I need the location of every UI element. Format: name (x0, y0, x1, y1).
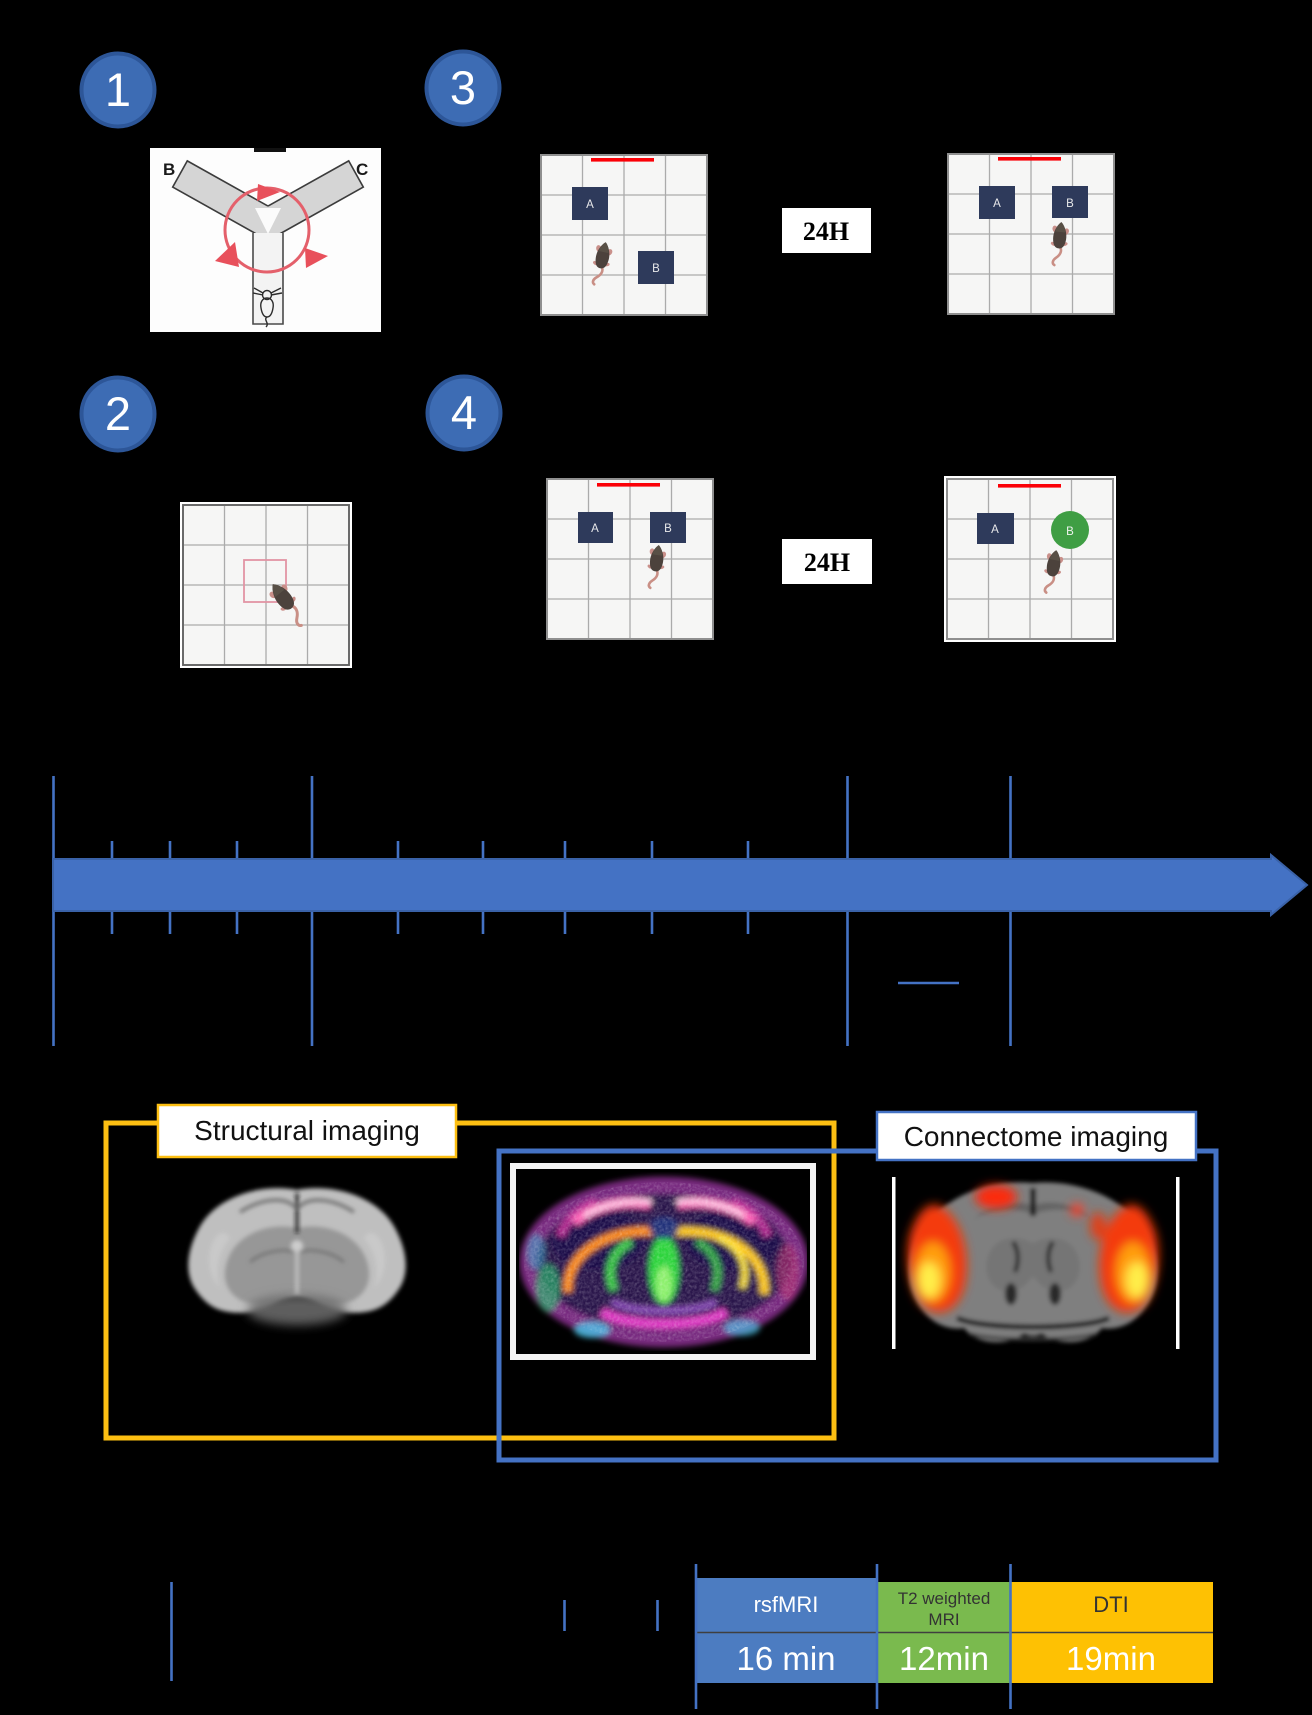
svg-text:A: A (991, 524, 999, 536)
svg-text:24H: 24H (804, 548, 850, 577)
svg-text:B: B (1066, 526, 1074, 538)
svg-text:Structural imaging: Structural imaging (194, 1115, 420, 1146)
svg-text:C: C (356, 160, 368, 179)
svg-text:A: A (993, 198, 1001, 210)
svg-text:MRI: MRI (928, 1610, 959, 1629)
svg-text:B: B (652, 263, 660, 275)
svg-text:12min: 12min (899, 1640, 989, 1677)
svg-text:3: 3 (450, 61, 476, 114)
svg-text:rsfMRI: rsfMRI (754, 1592, 819, 1617)
svg-text:B: B (664, 523, 672, 535)
svg-text:16 min: 16 min (736, 1640, 835, 1677)
svg-text:B: B (163, 160, 175, 179)
svg-text:DTI: DTI (1093, 1592, 1128, 1617)
svg-text:1: 1 (105, 63, 131, 116)
svg-text:24H: 24H (803, 217, 849, 246)
svg-text:T2 weighted: T2 weighted (898, 1589, 991, 1608)
svg-text:B: B (1066, 198, 1074, 210)
svg-text:19min: 19min (1066, 1640, 1156, 1677)
svg-text:Connectome imaging: Connectome imaging (904, 1121, 1169, 1152)
svg-text:A: A (586, 199, 594, 211)
svg-text:4: 4 (451, 386, 477, 439)
svg-text:A: A (591, 523, 599, 535)
svg-text:2: 2 (105, 387, 131, 440)
